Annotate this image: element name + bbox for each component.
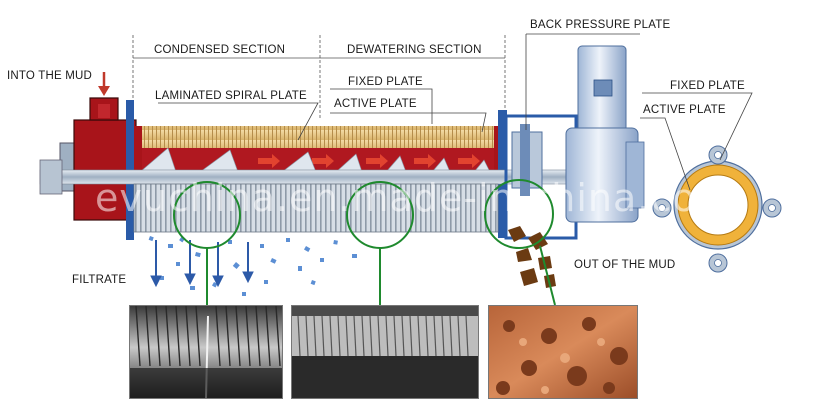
laminated-ring-stack: [133, 183, 499, 233]
watermark: evuchina.en.made-in-china.com: [95, 176, 735, 220]
filtrate-droplets: [148, 236, 357, 296]
photo-dewatered-sludge: [488, 305, 638, 399]
shaft-end-cap: [39, 159, 63, 195]
label-laminated-spiral-plate: LAMINATED SPIRAL PLATE: [155, 90, 307, 102]
label-out-of-the-mud: OUT OF THE MUD: [574, 259, 676, 271]
label-ring-fixed-plate: FIXED PLATE: [670, 80, 745, 92]
photo-dewatering-filter: [291, 305, 479, 399]
flow-arrows: [258, 154, 480, 168]
label-leaders: [158, 33, 753, 191]
label-filtrate: FILTRATE: [72, 274, 127, 286]
label-ring-active-plate: ACTIVE PLATE: [643, 104, 726, 116]
label-fixed-plate: FIXED PLATE: [348, 76, 423, 88]
screw-flights: [139, 147, 491, 173]
magnifier-lenses: [173, 179, 556, 306]
ring-cross-section: [652, 145, 782, 273]
drive-motor: [565, 45, 645, 223]
label-into-the-mud: INTO THE MUD: [7, 70, 93, 82]
label-active-plate: ACTIVE PLATE: [334, 98, 417, 110]
label-condensed-section: CONDENSED SECTION: [154, 44, 286, 56]
label-back-pressure-plate: BACK PRESSURE PLATE: [530, 19, 671, 31]
filtrate-arrows: [150, 240, 254, 288]
label-dewatering-section: DEWATERING SECTION: [347, 44, 482, 56]
inlet-arrow: [98, 72, 110, 96]
photo-condensed-filter: [129, 305, 283, 399]
